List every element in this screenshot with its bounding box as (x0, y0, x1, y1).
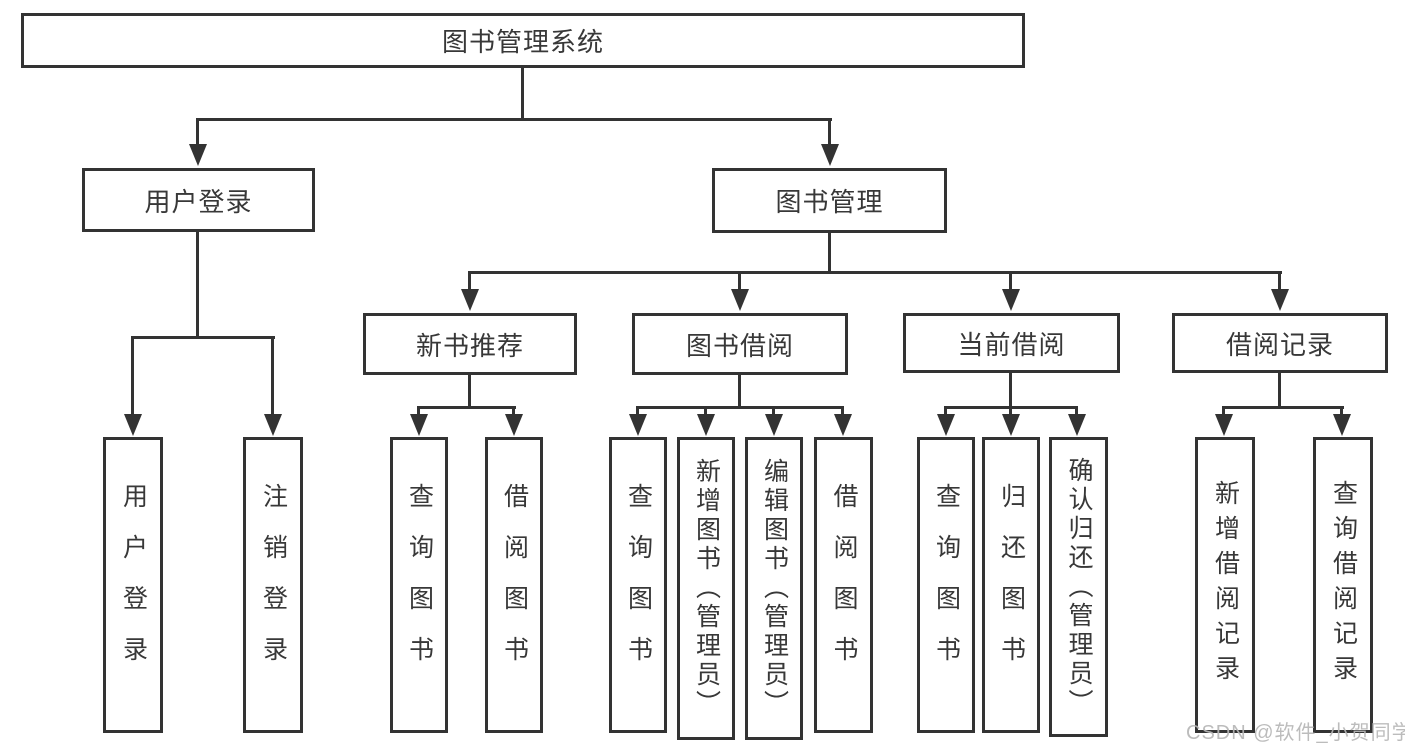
node-label: 编辑图书（管理员） (760, 458, 789, 719)
leaf-query-books-recommendation: 查询图书 (390, 437, 448, 733)
leaf-return-books: 归还图书 (982, 437, 1040, 733)
node-new-book-recommendation: 新书推荐 (363, 313, 577, 375)
connector-line (738, 375, 741, 409)
connector-line (1278, 271, 1281, 295)
arrow-down-icon (189, 144, 207, 166)
connector-line (1009, 271, 1012, 295)
leaf-query-borrow-record: 查询借阅记录 (1313, 437, 1373, 733)
node-label: 图书借阅 (685, 330, 794, 361)
leaf-borrow-books: 借阅图书 (814, 437, 873, 733)
leaf-logout: 注销登录 (243, 437, 303, 733)
connector-line (131, 336, 275, 339)
connector-line (828, 233, 831, 274)
arrow-down-icon (410, 414, 428, 436)
arrow-down-icon (505, 414, 523, 436)
connector-line (196, 232, 199, 339)
connector-line (131, 336, 134, 420)
node-label: 借阅图书 (500, 483, 529, 687)
leaf-confirm-return-admin: 确认归还（管理员） (1049, 437, 1108, 737)
connector-line (417, 406, 420, 418)
arrow-down-icon (264, 414, 282, 436)
arrow-down-icon (937, 414, 955, 436)
arrow-down-icon (1271, 289, 1289, 311)
node-label: 注销登录 (259, 483, 288, 687)
node-borrowing-records: 借阅记录 (1172, 313, 1388, 373)
node-book-borrowing: 图书借阅 (632, 313, 848, 375)
leaf-add-borrow-record: 新增借阅记录 (1195, 437, 1255, 733)
node-label: 借阅记录 (1225, 329, 1334, 360)
arrow-down-icon (1002, 289, 1020, 311)
connector-line (196, 118, 199, 150)
arrow-down-icon (1002, 414, 1020, 436)
arrow-down-icon (461, 289, 479, 311)
connector-line (271, 336, 274, 420)
node-label: 借阅图书 (830, 483, 858, 687)
connector-line (944, 406, 947, 418)
leaf-edit-books-admin: 编辑图书（管理员） (745, 437, 803, 740)
leaf-query-books-current: 查询图书 (917, 437, 975, 733)
node-current-borrowing: 当前借阅 (903, 313, 1120, 373)
connector-line (1278, 373, 1281, 409)
node-label: 新书推荐 (415, 330, 524, 361)
node-label: 图书管理系统 (441, 27, 604, 57)
node-label: 新增图书（管理员） (692, 458, 721, 719)
connector-line (636, 406, 639, 418)
arrow-down-icon (629, 414, 647, 436)
arrow-down-icon (834, 414, 852, 436)
arrow-down-icon (1068, 414, 1086, 436)
arrow-down-icon (821, 144, 839, 166)
arrow-down-icon (1215, 414, 1233, 436)
connector-line (1009, 373, 1012, 409)
connector-line (704, 406, 707, 418)
connector-line (521, 68, 524, 121)
connector-line (468, 271, 471, 295)
connector-line (468, 375, 471, 409)
connector-line (828, 118, 831, 150)
arrow-down-icon (124, 414, 142, 436)
connector-line (1222, 406, 1344, 409)
arrow-down-icon (731, 289, 749, 311)
leaf-user-login: 用户登录 (103, 437, 163, 733)
node-label: 用户登录 (144, 186, 253, 217)
leaf-query-books-borrowing: 查询图书 (609, 437, 667, 733)
node-label: 查询借阅记录 (1329, 480, 1358, 690)
connector-line (772, 406, 775, 418)
arrow-down-icon (1333, 414, 1351, 436)
connector-line (468, 271, 1282, 274)
connector-line (1340, 406, 1343, 418)
node-label: 查询图书 (405, 483, 434, 687)
leaf-add-books-admin: 新增图书（管理员） (677, 437, 735, 740)
connector-line (636, 406, 844, 409)
connector-line (196, 118, 832, 121)
node-user-login-branch: 用户登录 (82, 168, 315, 232)
leaf-borrow-books-recommendation: 借阅图书 (485, 437, 543, 733)
node-library-management-system: 图书管理系统 (21, 13, 1025, 68)
node-label: 当前借阅 (957, 329, 1066, 360)
connector-line (841, 406, 844, 418)
connector-line (1075, 406, 1078, 418)
arrow-down-icon (765, 414, 783, 436)
connector-line (1009, 406, 1012, 418)
node-label: 归还图书 (997, 483, 1026, 687)
node-label: 查询图书 (932, 483, 961, 687)
connector-line (512, 406, 515, 418)
node-label: 新增借阅记录 (1211, 480, 1240, 690)
connector-line (1222, 406, 1225, 418)
csdn-watermark: CSDN @软件_小贺同学 (1186, 722, 1405, 744)
node-label: 查询图书 (624, 483, 653, 687)
node-book-management-branch: 图书管理 (712, 168, 947, 233)
arrow-down-icon (697, 414, 715, 436)
connector-line (738, 271, 741, 295)
node-label: 用户登录 (119, 483, 148, 687)
node-label: 确认归还（管理员） (1065, 456, 1093, 718)
connector-line (417, 406, 516, 409)
node-label: 图书管理 (775, 187, 884, 217)
